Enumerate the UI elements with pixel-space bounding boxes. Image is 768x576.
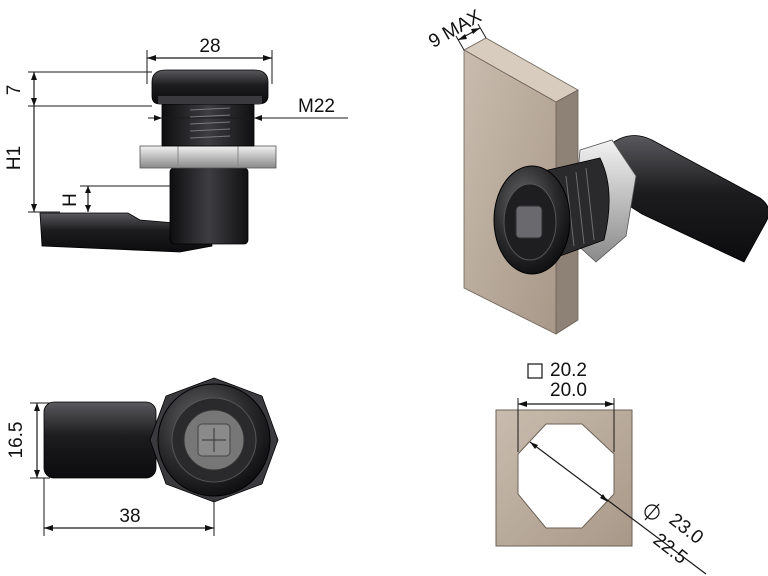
- cutout-square-lower-label: 20.0: [550, 380, 587, 401]
- front-height-label: 16.5: [6, 422, 27, 459]
- side-head-height-label: 7: [4, 85, 25, 96]
- side-thread-lines: [189, 107, 231, 139]
- iso-square-drive: [515, 205, 543, 239]
- side-threaded-barrel: [161, 103, 255, 147]
- isometric-view: 9 MAX: [425, 6, 768, 335]
- cutout-hole: [517, 423, 615, 529]
- iso-cam-arm: [605, 135, 768, 263]
- side-h1-label: H1: [4, 146, 25, 170]
- side-head-flange: [151, 69, 269, 105]
- cutout-view: 20.2 20.0 23.0 22.5: [495, 360, 707, 575]
- cutout-square-upper-label: 20.2: [550, 360, 587, 381]
- front-view: 16.5 38: [6, 377, 279, 536]
- side-nut: [139, 145, 277, 169]
- side-view: 28 7 H1 H M22: [4, 36, 348, 253]
- square-symbol-icon: [527, 363, 543, 379]
- front-cam-arm: [43, 401, 157, 479]
- side-width-label: 28: [199, 36, 220, 57]
- side-thread-label: M22: [298, 96, 335, 117]
- front-length-label: 38: [119, 506, 140, 527]
- diameter-symbol-icon: [644, 503, 660, 521]
- side-h-label: H: [60, 193, 81, 207]
- side-lower-body: [169, 167, 249, 245]
